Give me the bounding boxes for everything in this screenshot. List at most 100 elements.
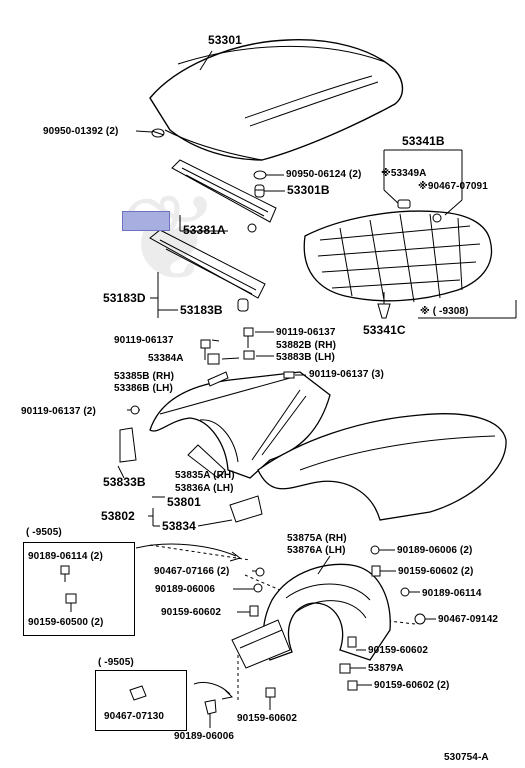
part-label-53341B[interactable]: 53341B bbox=[402, 134, 445, 148]
clip-53381A[interactable] bbox=[247, 223, 257, 233]
part-label-90189-06114-b[interactable]: 90189-06114 bbox=[422, 588, 482, 599]
part-label-90189-06006-a[interactable]: 90189-06006 bbox=[155, 584, 216, 595]
clip-90189-06006-b[interactable] bbox=[204, 699, 217, 715]
leader-53833B bbox=[117, 465, 125, 479]
clip-90467-07091[interactable] bbox=[432, 213, 442, 223]
clip-53384A[interactable] bbox=[207, 353, 220, 365]
part-label-90159-60602-2b[interactable]: 90159-60602 (2) bbox=[374, 680, 450, 691]
part-label-53183D[interactable]: 53183D bbox=[103, 291, 146, 305]
bracket-53835A[interactable] bbox=[187, 444, 226, 479]
hood-panel[interactable] bbox=[149, 39, 404, 161]
arrow-9505-b bbox=[193, 681, 231, 695]
bolt-90159-60602-2a[interactable] bbox=[371, 565, 381, 577]
leader-53875A bbox=[317, 555, 331, 575]
leader-53834-b bbox=[197, 519, 233, 527]
cushion-53301B[interactable] bbox=[254, 184, 265, 198]
clip-90189-06006-2[interactable] bbox=[370, 545, 380, 555]
note-box-9505-a bbox=[23, 542, 135, 636]
part-label-90950-06124[interactable]: 90950-06124 (2) bbox=[286, 169, 362, 180]
hood-insulator-53341B[interactable] bbox=[303, 210, 493, 303]
bolt-90119-06137-3[interactable] bbox=[283, 371, 295, 379]
part-label-53381A[interactable]: 53381A bbox=[183, 223, 226, 237]
part-label-53835A[interactable]: 53835A (RH) bbox=[175, 470, 235, 481]
clip-90189-06114-b[interactable] bbox=[400, 587, 410, 597]
part-label-90119-06137-left[interactable]: 90119-06137 bbox=[114, 335, 174, 346]
clip-90189-06114[interactable] bbox=[60, 565, 70, 582]
clip-90467-09142[interactable] bbox=[414, 613, 426, 625]
part-label-53301[interactable]: 53301 bbox=[208, 33, 242, 47]
part-label-90467-09142[interactable]: 90467-09142 bbox=[438, 614, 499, 625]
part-label-90189-06114[interactable]: 90189-06114 (2) bbox=[28, 551, 103, 562]
front-fender-53801[interactable] bbox=[149, 371, 331, 479]
clip-90159-60500[interactable] bbox=[65, 593, 77, 612]
bolt-90119-06137-top[interactable] bbox=[243, 327, 254, 348]
part-label-53301B[interactable]: 53301B bbox=[287, 183, 330, 197]
note-9308: ※ ( -9308) bbox=[420, 306, 469, 317]
clip-53385B[interactable] bbox=[207, 371, 229, 387]
part-label-53876A[interactable]: 53876A (LH) bbox=[287, 545, 346, 556]
part-label-53183B[interactable]: 53183B bbox=[180, 303, 223, 317]
part-label-53875A[interactable]: 53875A (RH) bbox=[287, 533, 347, 544]
part-label-90159-60602-c[interactable]: 90159-60602 bbox=[237, 713, 298, 724]
part-label-90467-07130[interactable]: 90467-07130 bbox=[104, 711, 165, 722]
part-label-90159-60602-b[interactable]: 90159-60602 bbox=[368, 645, 429, 656]
part-label-90189-06006-b[interactable]: 90189-06006 bbox=[174, 731, 235, 742]
bolt-90119-06137-2[interactable] bbox=[130, 405, 140, 415]
clip-53882B[interactable] bbox=[243, 350, 255, 360]
clip-53879A[interactable] bbox=[339, 663, 351, 674]
part-label-53834[interactable]: 53834 bbox=[162, 519, 196, 533]
part-label-53349A[interactable]: ※53349A bbox=[381, 168, 427, 179]
part-label-90950-01392[interactable]: 90950-01392 (2) bbox=[43, 126, 119, 137]
part-label-90119-06137-3[interactable]: 90119-06137 (3) bbox=[309, 369, 384, 380]
part-label-53341C[interactable]: 53341C bbox=[363, 323, 406, 337]
part-label-53879A[interactable]: 53879A bbox=[368, 663, 404, 674]
part-label-90159-60602-a[interactable]: 90159-60602 bbox=[161, 607, 222, 618]
part-label-90467-07091[interactable]: ※90467-07091 bbox=[418, 181, 488, 192]
part-label-53833B[interactable]: 53833B bbox=[103, 475, 146, 489]
part-label-53386B[interactable]: 53386B (LH) bbox=[114, 383, 173, 394]
part-label-53883B[interactable]: 53883B (LH) bbox=[276, 352, 335, 363]
bolt-90119-06137-left[interactable] bbox=[200, 339, 211, 360]
clip-90467-07130[interactable] bbox=[129, 685, 147, 701]
clip-90950-01392[interactable] bbox=[151, 128, 165, 138]
part-label-53836A[interactable]: 53836A (LH) bbox=[175, 483, 234, 494]
clip-53349A[interactable] bbox=[397, 199, 411, 209]
clip-53341C[interactable] bbox=[377, 303, 391, 319]
hood-seal-53381A[interactable] bbox=[171, 159, 277, 223]
fender-liner-53875A[interactable] bbox=[231, 563, 391, 669]
part-label-53801[interactable]: 53801 bbox=[167, 495, 201, 509]
diagram-id: 530754-A bbox=[444, 752, 489, 763]
part-label-53385B[interactable]: 53385B (RH) bbox=[114, 371, 175, 382]
part-label-90467-07166[interactable]: 90467-07166 (2) bbox=[154, 566, 230, 577]
bracket-53834[interactable] bbox=[229, 495, 263, 523]
leader-90119-left bbox=[211, 339, 220, 342]
part-label-90189-06006-2[interactable]: 90189-06006 (2) bbox=[397, 545, 473, 556]
part-label-90159-60602-2a[interactable]: 90159-60602 (2) bbox=[398, 566, 474, 577]
leader-90950-01392 bbox=[135, 130, 153, 133]
leader-53341B-a bbox=[383, 189, 401, 206]
note-9505-a: ( -9505) bbox=[26, 527, 62, 538]
clip-53183B[interactable] bbox=[237, 298, 249, 312]
part-label-53384A[interactable]: 53384A bbox=[148, 353, 184, 364]
leader-53301 bbox=[199, 50, 213, 71]
part-label-90159-60500[interactable]: 90159-60500 (2) bbox=[28, 617, 104, 628]
clip-90189-06006-a[interactable] bbox=[253, 583, 263, 593]
leader-53341B-b bbox=[444, 199, 463, 216]
part-label-53802[interactable]: 53802 bbox=[101, 509, 135, 523]
part-label-53882B[interactable]: 53882B (RH) bbox=[276, 340, 337, 351]
watermark-logo: ❦ bbox=[120, 170, 221, 309]
part-label-90119-06137-top[interactable]: 90119-06137 bbox=[276, 327, 336, 338]
bolt-90159-60602-2b[interactable] bbox=[347, 680, 358, 691]
part-label-90119-06137-2[interactable]: 90119-06137 (2) bbox=[21, 406, 96, 417]
leader-53384A bbox=[221, 357, 240, 360]
bracket-53833B[interactable] bbox=[119, 427, 137, 463]
bolt-90159-60602-c[interactable] bbox=[265, 687, 276, 698]
bolt-90159-60602-a[interactable] bbox=[249, 605, 259, 617]
highlight-marker bbox=[122, 211, 170, 231]
hood-seal-53183D[interactable] bbox=[149, 229, 266, 299]
grommet-90950-06124[interactable] bbox=[253, 170, 267, 180]
clip-90467-07166[interactable] bbox=[255, 567, 265, 577]
bolt-90159-60602-b[interactable] bbox=[347, 636, 357, 648]
note-box-9505-b bbox=[95, 670, 187, 731]
